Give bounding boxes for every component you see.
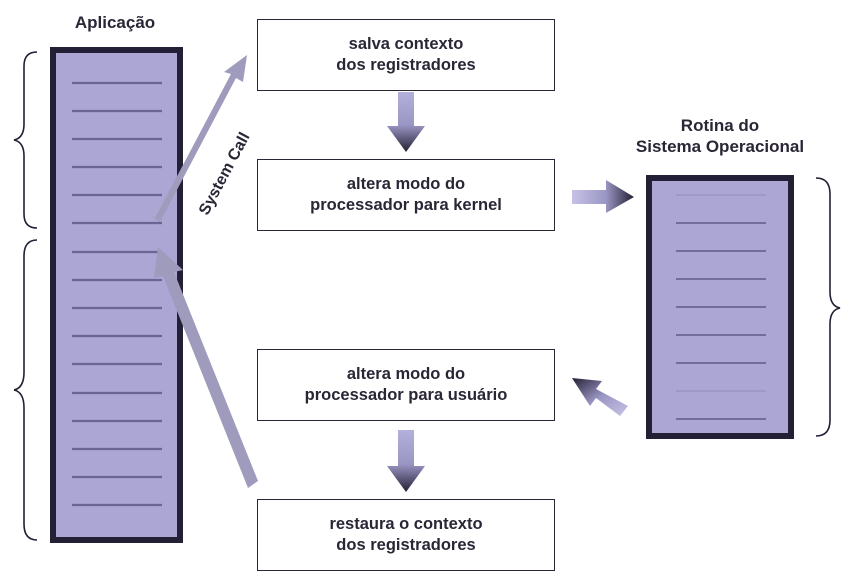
step-switch-to-kernel-line2: processador para kernel bbox=[310, 196, 502, 214]
return-to-application-arrow bbox=[154, 247, 258, 488]
os-routine-title-line1: Rotina do bbox=[680, 116, 760, 135]
application-code-lines bbox=[72, 81, 162, 507]
step-restore-context-line1: restaura o contexto bbox=[329, 515, 483, 533]
step-switch-to-user-line1: altera modo do bbox=[346, 365, 466, 383]
step-switch-to-user: altera modo do processador para usuário bbox=[257, 349, 555, 421]
step-switch-to-kernel: altera modo do processador para kernel bbox=[257, 159, 555, 231]
step-save-context-line2: dos registradores bbox=[336, 56, 476, 74]
os-routine-title-line2: Sistema Operacional bbox=[635, 137, 805, 156]
down-arrow-user-to-restore bbox=[387, 430, 425, 492]
brace-os-routine bbox=[815, 177, 841, 437]
step-save-context-line1: salva contexto bbox=[348, 35, 464, 53]
application-title: Aplicação bbox=[74, 13, 156, 32]
os-routine-title: Rotina do Sistema Operacional bbox=[590, 115, 849, 157]
system-call-arrow bbox=[148, 55, 247, 222]
step-switch-to-user-line2: processador para usuário bbox=[304, 386, 508, 404]
up-left-arrow-from-os-routine bbox=[572, 378, 628, 416]
step-save-context: salva contexto dos registradores bbox=[257, 19, 555, 91]
brace-user-before bbox=[13, 51, 38, 229]
brace-user-after bbox=[13, 239, 38, 541]
os-routine-code-lines bbox=[676, 194, 766, 420]
step-restore-context: restaura o contexto dos registradores bbox=[257, 499, 555, 571]
right-arrow-to-os-routine bbox=[572, 180, 634, 213]
application-block bbox=[50, 47, 183, 543]
os-routine-block bbox=[646, 175, 794, 439]
step-switch-to-kernel-line1: altera modo do bbox=[346, 175, 466, 193]
down-arrow-save-to-kernel bbox=[387, 92, 425, 152]
step-restore-context-line2: dos registradores bbox=[336, 536, 476, 554]
